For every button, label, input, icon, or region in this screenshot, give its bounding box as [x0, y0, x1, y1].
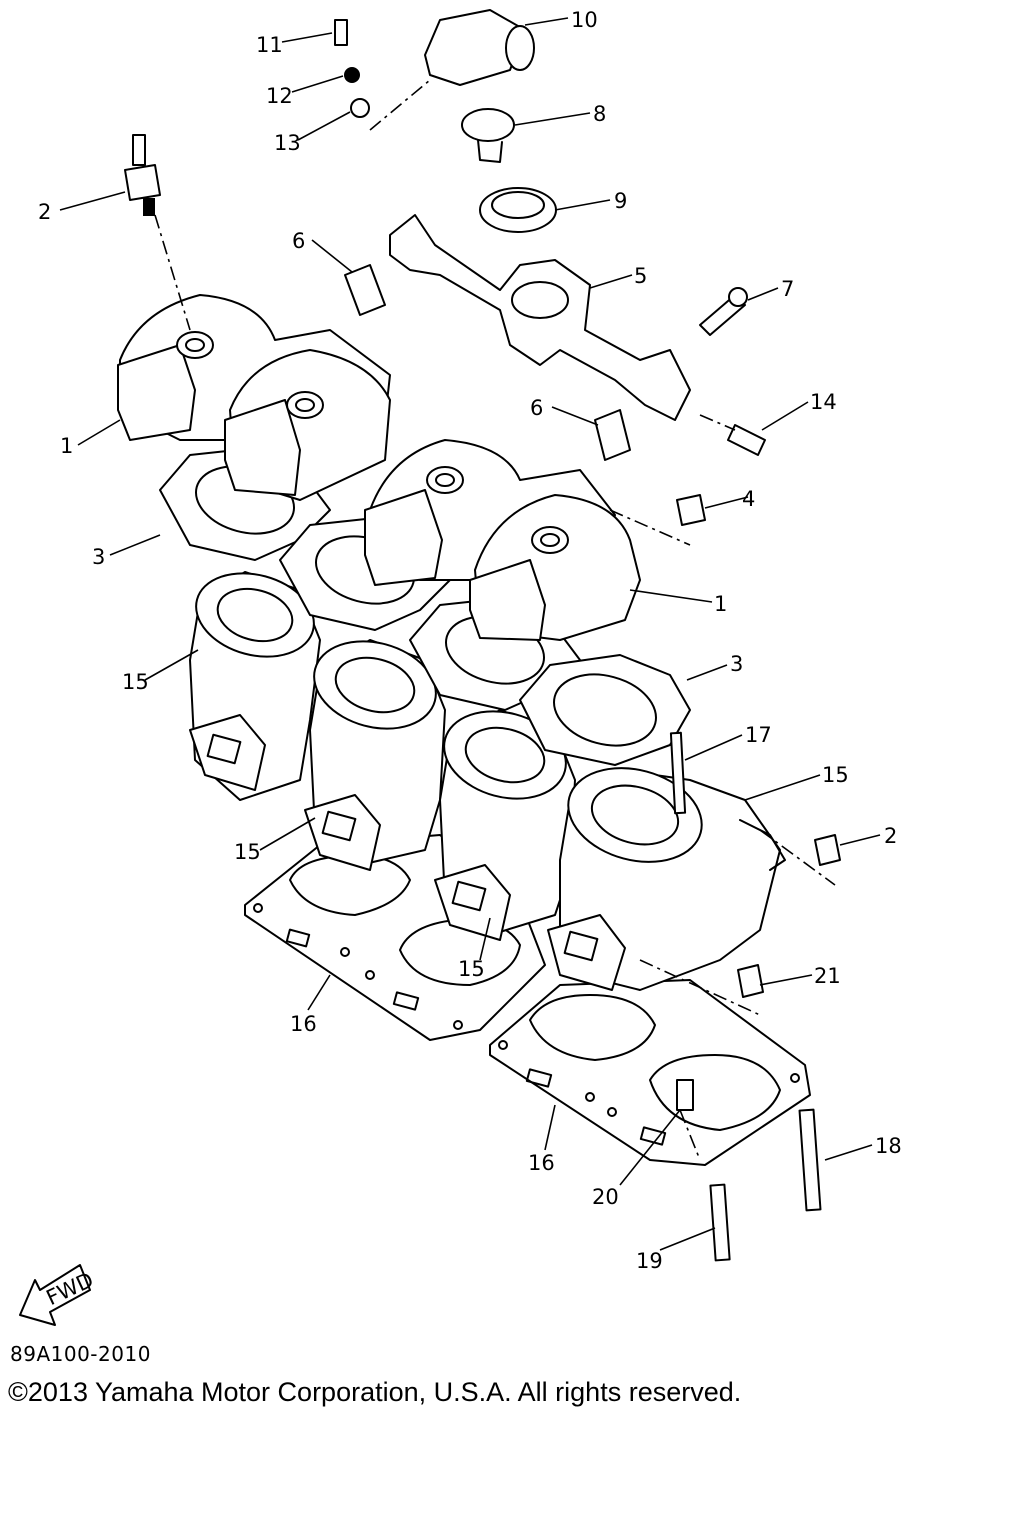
cylinder-3 — [434, 709, 576, 941]
callout-3: 3 — [92, 545, 105, 569]
callout-8: 8 — [593, 102, 606, 126]
callout-9: 9 — [614, 189, 627, 213]
callout-13: 13 — [274, 131, 301, 155]
cylinder-1 — [189, 571, 321, 801]
thermostat — [461, 108, 515, 163]
manifold-gasket-upper — [344, 264, 386, 316]
callout-3-right: 3 — [730, 652, 743, 676]
callouts: 11 10 12 13 8 2 9 6 5 7 6 14 1 4 3 1 15 … — [38, 8, 902, 1273]
water-manifold — [389, 214, 691, 421]
callout-6-lower: 6 — [530, 396, 543, 420]
temperature-sensor — [124, 134, 161, 216]
callout-11: 11 — [256, 33, 283, 57]
forward-arrow-icon: FWD — [19, 1264, 97, 1326]
callout-15: 15 — [122, 670, 149, 694]
cylinder-head-right — [364, 439, 641, 641]
callout-2: 2 — [38, 200, 51, 224]
thermostat-housing — [424, 9, 535, 86]
manifold-gasket-lower — [594, 409, 631, 461]
callout-19: 19 — [636, 1249, 663, 1273]
callout-1-right: 1 — [714, 592, 727, 616]
callout-15-right: 15 — [822, 763, 849, 787]
callout-4: 4 — [742, 487, 755, 511]
callout-16-right: 16 — [528, 1151, 555, 1175]
callout-5: 5 — [634, 264, 647, 288]
callout-15-lower: 15 — [458, 957, 485, 981]
callout-2-right: 2 — [884, 824, 897, 848]
callout-10: 10 — [571, 8, 598, 32]
leader-lines — [59, 17, 881, 1251]
part-code: 89A100-2010 — [10, 1342, 151, 1366]
callout-1: 1 — [60, 434, 73, 458]
cylinder-4 — [547, 767, 786, 991]
callout-20: 20 — [592, 1185, 619, 1209]
cylinder-2 — [304, 639, 446, 871]
callout-16: 16 — [290, 1012, 317, 1036]
callout-12: 12 — [266, 84, 293, 108]
callout-21: 21 — [814, 964, 841, 988]
callout-7: 7 — [781, 277, 794, 301]
thermostat-seal — [479, 187, 557, 233]
cylinder-head-left — [117, 294, 391, 501]
callout-17: 17 — [745, 723, 772, 747]
callout-6: 6 — [292, 229, 305, 253]
small-fasteners — [334, 19, 841, 1262]
callout-18: 18 — [875, 1134, 902, 1158]
callout-15-mid: 15 — [234, 840, 261, 864]
head-gasket-right — [409, 597, 691, 766]
cylinder-base-gasket-right — [489, 979, 811, 1166]
copyright-notice: ©2013 Yamaha Motor Corporation, U.S.A. A… — [8, 1377, 742, 1407]
callout-14: 14 — [810, 390, 837, 414]
